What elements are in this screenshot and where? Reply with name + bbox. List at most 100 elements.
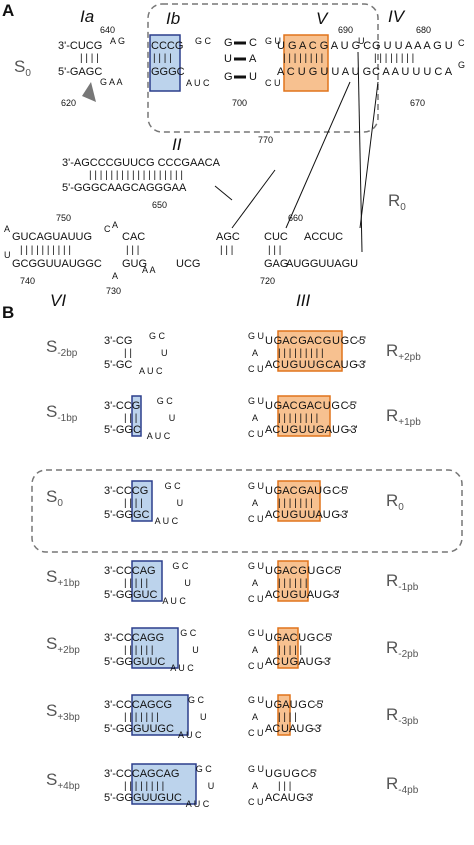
r-loop-a: A (252, 498, 258, 508)
ib-top-strand: CCCG (151, 40, 183, 52)
nt-680: 680 (416, 25, 431, 35)
vi-bottom-a: A (112, 271, 118, 281)
nt-700: 700 (232, 98, 247, 108)
mid-pair1-bottom: C (249, 37, 257, 49)
ib-loop-bottom: A U C (186, 78, 210, 88)
r-cu: C U (248, 514, 264, 524)
r-top-strand: U G A C U G C-5' (265, 632, 332, 644)
nt-670: 670 (410, 98, 425, 108)
nt-730: 730 (106, 286, 121, 296)
mid-pair1-top: G (224, 37, 233, 49)
s-loop-u: U (184, 578, 191, 588)
r-pairs: | | | | | | | (278, 498, 313, 509)
ib-highlight-box (131, 395, 142, 437)
s-bottom-strand: 5'-GGC (104, 424, 141, 436)
ii-bottom-strand: 5'-GGGCAAGCAGGGAA (62, 182, 187, 194)
s-pairs: | | | | | (124, 578, 148, 589)
s-loop-u: U (208, 781, 215, 791)
s-loop-u: U (192, 645, 199, 655)
s-loop-u: U (177, 498, 184, 508)
v-highlight-box (277, 480, 321, 522)
r-bottom-strand: A C U G U A U G-3' (265, 589, 340, 601)
r-pairs: | | | | | | | | (278, 413, 318, 424)
iii-pairs2: | | | (268, 245, 281, 256)
nt-640: 640 (100, 25, 115, 35)
r0-label: R0 (388, 191, 406, 213)
domain-ia-label: Ia (80, 7, 94, 26)
iv-top-strand: G U U A A A G U (372, 40, 453, 52)
r-cu: C U (248, 364, 264, 374)
r-loop-a: A (252, 413, 258, 423)
nt-690: 690 (338, 25, 353, 35)
domain-vi-label: VI (50, 291, 66, 310)
r-gu: G U (248, 628, 264, 638)
s-pairs: | | (124, 348, 132, 359)
s-top-strand: 3'-CCCAG (104, 565, 156, 577)
s-variant-label: S+1bp (46, 567, 80, 589)
r-bottom-strand: A C U G U U G A U G-3' (265, 424, 357, 436)
ia-top-strand: 3'-CUCG (58, 40, 102, 52)
s-pairs: | | | | | | | | (124, 781, 164, 792)
s0-label: S0 (14, 57, 31, 79)
ia-pairs: | | | | (80, 53, 99, 64)
r-loop-a: A (252, 348, 258, 358)
ib-highlight-box (131, 560, 163, 602)
s-loop-bottom: A U C (155, 516, 179, 526)
iii-bottom2: GAG (264, 258, 288, 270)
r-bottom-strand: A C A U G-3' (265, 792, 313, 804)
r-top-strand: U G A C G U G C-5' (265, 565, 341, 577)
r-top-strand: U G A C G A C U G C-5' (265, 400, 357, 412)
r-bottom-strand: A C U G U U G C A U G-3' (265, 359, 366, 371)
mid-pair2-bottom: A (249, 53, 257, 65)
r-loop-a: A (252, 712, 258, 722)
v-cu: C U (265, 78, 281, 88)
s-variant-label: S-1bp (46, 402, 78, 424)
s-loop-u: U (161, 348, 168, 358)
r-pairs: | | | | (278, 712, 297, 723)
s-top-strand: 3'-CCCG (104, 485, 148, 497)
connector-ii-iii (231, 169, 276, 229)
r-cu: C U (248, 661, 264, 671)
s-bottom-strand: 5'-GGGUUGC (104, 723, 174, 735)
vi-aa: A A (142, 265, 156, 275)
v-tail: U (358, 36, 365, 46)
s-loop-top: G C (157, 396, 174, 406)
iii-top1: AGC (216, 231, 240, 243)
r-pairs: | | | | | | (278, 578, 307, 589)
r-cu: C U (248, 728, 264, 738)
ia-bottom-strand: 5'-GAGC (58, 66, 102, 78)
v-highlight-box (283, 34, 329, 92)
ib-highlight-box (131, 627, 179, 669)
domain-ii-label: II (172, 135, 182, 154)
ia-bottom-loop: G A A (100, 77, 123, 87)
s-pairs: | | | (124, 413, 137, 424)
panel-b-label: B (2, 303, 14, 322)
s-loop-u: U (169, 413, 176, 423)
ib-highlight-box (131, 763, 197, 805)
r-top-strand: U G A C G A U G C-5' (265, 485, 348, 497)
vi-pairs: | | | | | | | | | | (20, 245, 71, 256)
s-loop-top: G C (180, 628, 197, 638)
s-bottom-strand: 5'-GC (104, 359, 132, 371)
domain-ib-label: Ib (166, 9, 180, 28)
s-variant-label: S0 (46, 487, 63, 509)
v-bottom-strand: A C U G U U A U G (277, 66, 371, 78)
iii-top2: CUC (264, 231, 288, 243)
r-bottom-strand: A C U G U U A U G-3' (265, 509, 348, 521)
s-variant-label: S+3bp (46, 701, 80, 723)
v-highlight-box (277, 694, 291, 736)
r-cu: C U (248, 594, 264, 604)
s-variant-label: S-2bp (46, 337, 78, 359)
v-highlight-box (277, 627, 299, 669)
v-top-strand: U G A C G A U G C (277, 40, 371, 52)
v-pairs: | | | | | | | | (283, 53, 323, 64)
domain-v-label: V (316, 9, 329, 28)
v-highlight-box (277, 560, 309, 602)
ia-top-loop: A G (110, 36, 125, 46)
r-top-strand: U G A U G C-5' (265, 699, 324, 711)
nt-750: 750 (56, 213, 71, 223)
r-loop-a: A (252, 645, 258, 655)
s-loop-top: G C (196, 764, 213, 774)
